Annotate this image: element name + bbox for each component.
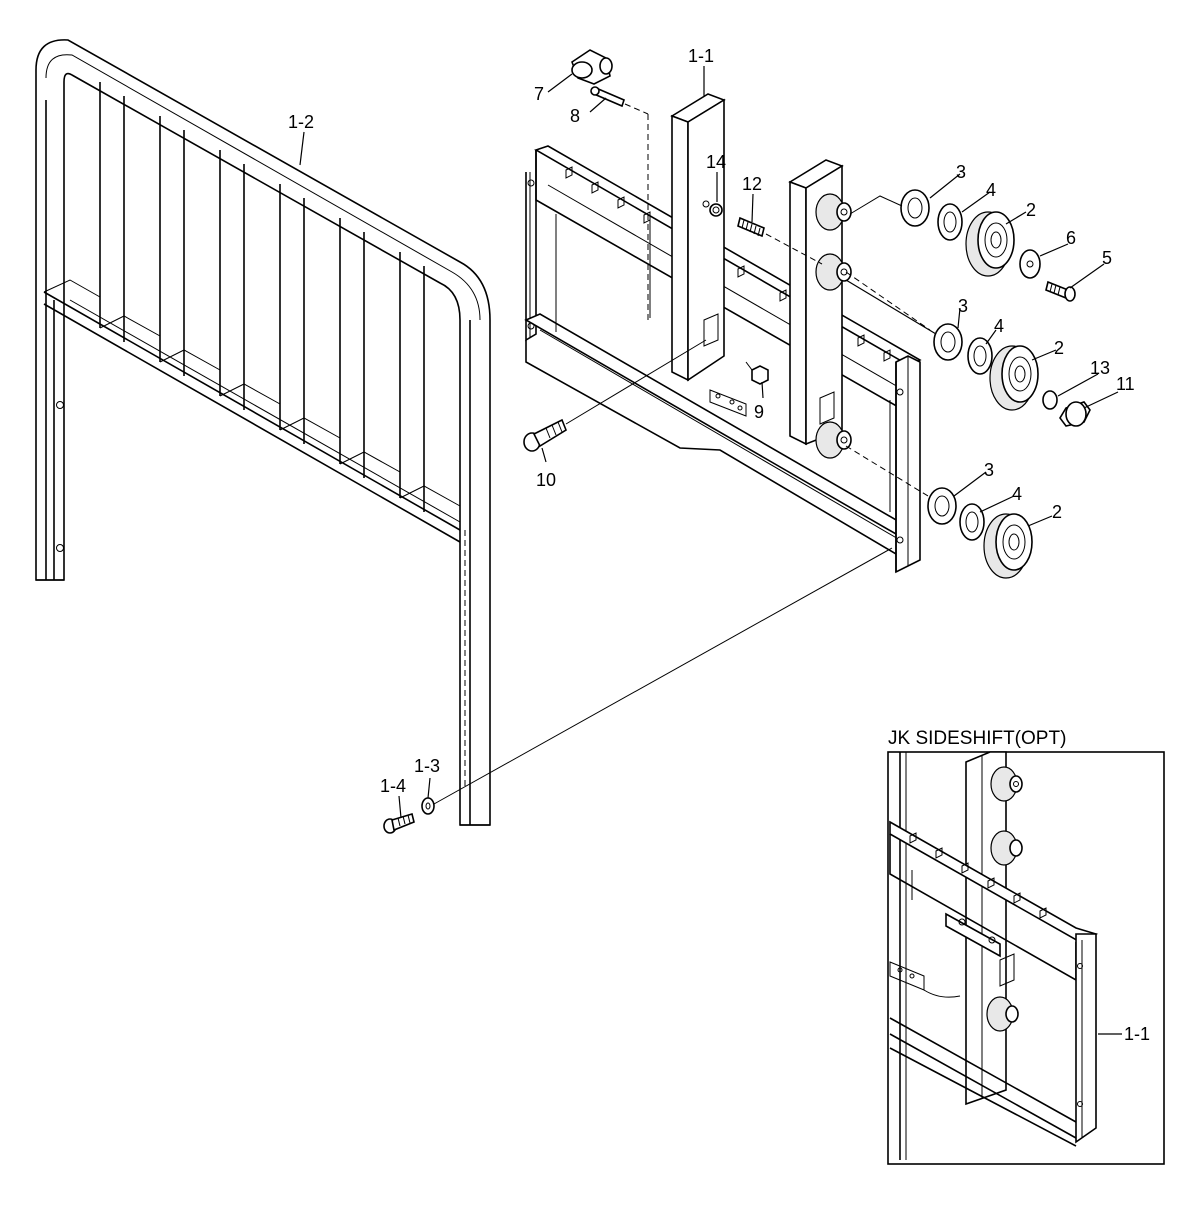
part-8-pin bbox=[590, 86, 625, 108]
label-11: 11 bbox=[1116, 374, 1135, 394]
label-1-2: 1-2 bbox=[288, 112, 314, 132]
label-1-4: 1-4 bbox=[380, 776, 406, 796]
label-1-3: 1-3 bbox=[414, 756, 440, 776]
inset-frame bbox=[887, 751, 1165, 1165]
label-10: 10 bbox=[536, 470, 556, 490]
roller-stack-lower bbox=[845, 445, 1033, 579]
label-13: 13 bbox=[1090, 358, 1110, 378]
part-1-3-washer bbox=[421, 797, 435, 815]
label-6: 6 bbox=[1066, 228, 1076, 248]
part-10-bolt bbox=[523, 418, 567, 452]
label-2a: 2 bbox=[1026, 200, 1036, 220]
label-5: 5 bbox=[1102, 248, 1112, 268]
leader-lines bbox=[299, 66, 1119, 819]
inset-drawing bbox=[889, 751, 1099, 1160]
part-7-knob bbox=[571, 49, 613, 85]
part-1-4-bolt bbox=[383, 812, 415, 834]
label-12: 12 bbox=[742, 174, 762, 194]
roller-stack-middle bbox=[845, 279, 1091, 427]
label-14: 14 bbox=[706, 152, 726, 172]
label-1-1: 1-1 bbox=[688, 46, 714, 66]
part-9-nut bbox=[751, 365, 769, 385]
part-labels: 1-2 1-1 7 8 14 12 9 10 3 4 2 6 5 3 4 2 1… bbox=[288, 46, 1135, 796]
inset-jk-sideshift: JK SIDESHIFT(OPT) bbox=[887, 728, 1165, 1165]
label-4a: 4 bbox=[986, 180, 996, 200]
label-7: 7 bbox=[534, 84, 544, 104]
label-4b: 4 bbox=[994, 316, 1004, 336]
label-2c: 2 bbox=[1052, 502, 1062, 522]
load-backrest bbox=[35, 39, 491, 826]
label-8: 8 bbox=[570, 106, 580, 126]
roller-stack-upper bbox=[849, 189, 1076, 302]
label-2b: 2 bbox=[1054, 338, 1064, 358]
mast-upright-right bbox=[788, 159, 852, 459]
inset-title: JK SIDESHIFT(OPT) bbox=[888, 728, 1066, 749]
part-14-nut bbox=[702, 200, 710, 208]
inset-label-1-1: 1-1 bbox=[1124, 1024, 1150, 1044]
label-4c: 4 bbox=[1012, 484, 1022, 504]
label-3b: 3 bbox=[958, 296, 968, 316]
label-3a: 3 bbox=[956, 162, 966, 182]
label-3c: 3 bbox=[984, 460, 994, 480]
part-12-stud bbox=[737, 216, 765, 238]
label-9: 9 bbox=[754, 402, 764, 422]
mast-upright-left bbox=[670, 93, 747, 417]
